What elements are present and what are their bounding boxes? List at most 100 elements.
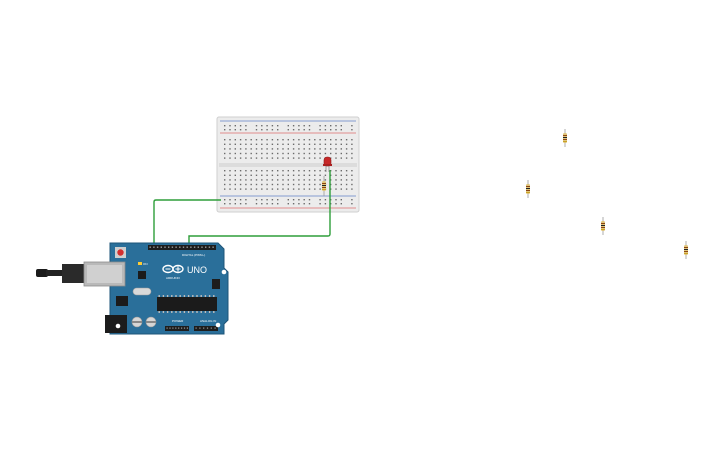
usb-cable-plug-end	[36, 269, 48, 277]
resistor-free-1[interactable]	[563, 129, 567, 147]
terminal-hole	[245, 152, 247, 155]
terminal-hole	[250, 157, 252, 159]
terminal-hole	[245, 157, 247, 159]
terminal-hole	[308, 174, 311, 176]
terminal-hole	[287, 179, 289, 181]
red-led[interactable]	[323, 156, 332, 172]
terminal-hole	[245, 174, 247, 176]
terminal-hole	[277, 148, 279, 150]
terminal-hole	[298, 183, 300, 186]
chip-pins	[158, 295, 215, 313]
rail-hole	[319, 199, 321, 201]
terminal-hole	[298, 157, 300, 159]
rail-hole	[234, 125, 236, 127]
terminal-hole	[287, 152, 289, 155]
header-pin	[153, 246, 155, 248]
reset-button-cap[interactable]	[117, 249, 124, 256]
rail-hole	[239, 199, 242, 201]
terminal-hole	[303, 139, 305, 141]
rail-hole	[324, 129, 327, 131]
terminal-hole	[298, 179, 300, 181]
terminal-hole	[239, 157, 242, 159]
signal-wire[interactable]	[188, 170, 331, 247]
terminal-hole	[303, 148, 305, 150]
terminal-hole	[319, 148, 321, 150]
rail-hole	[308, 199, 311, 201]
rail-hole	[340, 125, 342, 127]
terminal-hole	[314, 148, 316, 150]
terminal-hole	[292, 139, 295, 141]
power-jack	[105, 315, 127, 333]
breadboard[interactable]	[216, 116, 360, 213]
terminal-hole	[340, 174, 342, 176]
resistor-on-breadboard[interactable]	[322, 176, 326, 196]
terminal-hole	[271, 183, 274, 186]
gnd-wire[interactable]	[153, 199, 221, 247]
terminal-hole	[239, 148, 242, 150]
digital-header	[148, 245, 216, 250]
header-pin	[178, 327, 180, 329]
terminal-hole	[250, 174, 252, 176]
terminal-hole	[308, 179, 311, 181]
rail-hole	[277, 129, 279, 131]
terminal-hole	[345, 170, 348, 172]
terminal-hole	[277, 157, 279, 159]
terminal-hole	[261, 174, 263, 176]
mounting-hole	[215, 322, 221, 328]
resistor-free-4[interactable]	[684, 241, 688, 259]
terminal-hole	[287, 188, 289, 190]
arduino-uno-board[interactable]: DIGITAL (PWM~) UNO ARDUINO ON POWER	[36, 242, 229, 335]
bottom-header-pins	[166, 327, 216, 329]
terminal-hole	[255, 188, 258, 190]
usb-cable	[46, 270, 64, 276]
rail-hole	[224, 129, 226, 131]
header-pin	[164, 246, 166, 248]
terminal-hole	[266, 143, 268, 145]
terminal-hole	[298, 143, 300, 145]
terminal-hole	[340, 143, 342, 145]
terminal-hole	[277, 143, 279, 145]
analog-label: ANALOG IN	[200, 319, 216, 323]
terminal-hole	[345, 183, 348, 186]
terminal-hole	[324, 179, 327, 181]
terminal-hole	[239, 170, 242, 172]
header-pin	[166, 327, 168, 329]
resistor-free-3[interactable]	[601, 217, 605, 235]
terminal-hole	[303, 179, 305, 181]
terminal-hole	[229, 143, 231, 145]
terminal-hole	[250, 143, 252, 145]
chip-pin	[162, 311, 165, 313]
header-pin	[156, 246, 159, 248]
rail-hole	[224, 203, 226, 205]
terminal-hole	[287, 143, 289, 145]
terminal-hole	[351, 143, 353, 145]
terminal-hole	[266, 152, 268, 155]
terminal-hole	[266, 183, 268, 186]
resistor-free-2[interactable]	[526, 180, 530, 198]
terminal-hole	[292, 152, 295, 155]
top-rail-holes	[224, 125, 353, 131]
terminal-hole	[282, 152, 284, 155]
terminal-hole	[271, 170, 274, 172]
rail-hole	[245, 129, 247, 131]
rail-hole	[261, 203, 263, 205]
header-pin	[190, 246, 192, 248]
rail-hole	[277, 125, 279, 127]
terminal-hole	[261, 170, 263, 172]
terminal-hole	[330, 139, 332, 141]
rail-hole	[319, 129, 321, 131]
terminal-hole	[324, 139, 327, 141]
terminal-hole	[340, 148, 342, 150]
terminal-hole	[282, 188, 284, 190]
terminal-hole	[335, 139, 337, 141]
rail-hole	[319, 203, 321, 205]
terminal-hole	[229, 157, 231, 159]
power-header	[165, 326, 189, 331]
header-pin	[199, 327, 201, 329]
header-pin	[203, 327, 205, 329]
digital-label: DIGITAL (PWM~)	[182, 253, 205, 257]
rail-hole	[292, 129, 295, 131]
chip-pin	[200, 311, 202, 313]
crystal-oscillator	[132, 287, 152, 296]
